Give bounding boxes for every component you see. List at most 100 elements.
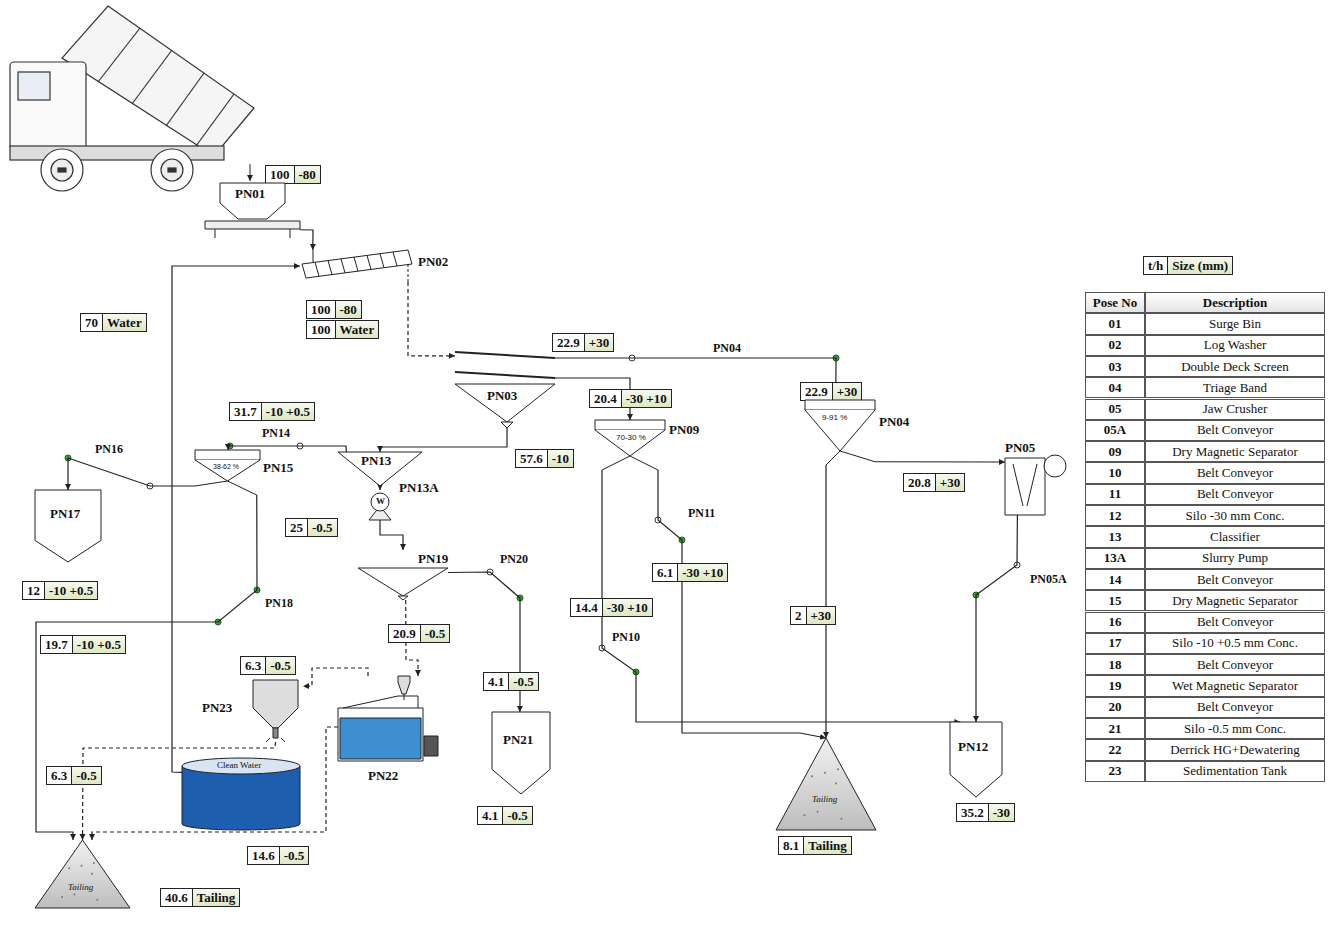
derrick-outline [343, 696, 418, 708]
hopper-outline [215, 229, 290, 238]
washer-outline [313, 250, 314, 262]
flow-rate: 31.7 [230, 403, 261, 420]
funnel-outline [195, 460, 260, 481]
table-cell: Double Deck Screen [1145, 356, 1325, 377]
cone-shape [248, 680, 303, 742]
flow-rate: 14.6 [248, 847, 279, 864]
flow-rate: 20.8 [904, 474, 935, 491]
hopper-unit: PN01 [205, 183, 300, 238]
split-ratio: 38-62 % [213, 462, 239, 471]
derrick-outline [340, 718, 421, 759]
size-range: -10 +0.5 [261, 403, 314, 420]
dump-truck [10, 6, 254, 191]
pile-grain [837, 768, 839, 770]
flow-line [92, 727, 338, 840]
size-range: +30 [806, 607, 835, 624]
equipment-tag: PN05 [1005, 440, 1035, 455]
silo-unit: PN21 [492, 712, 550, 794]
cone-outline [273, 728, 278, 738]
cab-window [18, 72, 50, 100]
flow-rate: 100 [307, 321, 335, 338]
feed-arrow [250, 164, 251, 181]
flow-value-box: 25-0.5 [285, 518, 338, 537]
funnel-outline [228, 481, 257, 495]
flow-rate: t/h [1144, 257, 1167, 274]
pile-grain [73, 893, 75, 895]
washer-outline [393, 252, 397, 266]
table-cell: 09 [1085, 441, 1145, 462]
pile-grain [91, 873, 93, 875]
conveyor-tag: PN18 [265, 596, 293, 610]
crusher-unit: PN05 [1005, 440, 1067, 515]
table-cell: 10 [1085, 462, 1145, 483]
flow-rate: 8.1 [779, 837, 803, 854]
crusher-outline [1005, 458, 1045, 515]
flow-value-box: 35.2-30 [956, 803, 1015, 822]
washer-outline [315, 262, 319, 276]
flow-line [303, 668, 368, 686]
flow-line [448, 572, 520, 712]
flow-value-box: t/hSize (mm) [1143, 256, 1233, 275]
silo-unit: PN17 [35, 490, 101, 562]
size-range: -0.5 [508, 673, 538, 690]
pump-part [371, 493, 389, 511]
silo-shape [492, 712, 550, 794]
derrick-outline [404, 694, 405, 700]
washer-outline [408, 264, 409, 282]
tank-outline [182, 766, 300, 830]
wheel-hub [51, 159, 73, 181]
table-cell: Surge Bin [1145, 313, 1325, 334]
table-cell: 13A [1085, 548, 1145, 569]
flow-line [172, 266, 300, 772]
crusher-part [1044, 455, 1066, 477]
funnel-outline [805, 400, 875, 410]
derrick-shape [338, 676, 438, 761]
funnel-outline [195, 450, 260, 460]
flow-rate: 25 [286, 519, 307, 536]
table-cell: 03 [1085, 356, 1145, 377]
size-range: -10 [547, 450, 573, 467]
flow-line [825, 465, 826, 738]
washer-outline [367, 255, 371, 269]
size-range: Water [102, 314, 146, 331]
tank-unit: Clean Water [182, 758, 300, 830]
table-cell: Belt Conveyor [1145, 462, 1325, 483]
equipment-tag: PN02 [418, 254, 448, 269]
pile-grain [811, 775, 813, 777]
silo-outline [35, 490, 101, 562]
funnel-outline [840, 451, 875, 462]
split-ratio: 9-91 % [822, 413, 847, 422]
size-range: -0.5 [279, 847, 309, 864]
table-cell: 02 [1085, 335, 1145, 356]
pile-grain [93, 862, 95, 864]
size-range: -0.5 [420, 625, 450, 642]
funnel-shape [195, 450, 260, 495]
size-range: +30 [935, 474, 964, 491]
flow-value-box: 4.1-0.5 [483, 672, 539, 691]
flow-value-box: 22.9+30 [800, 382, 862, 401]
pile-grain [61, 896, 63, 898]
pile-grain [824, 772, 826, 774]
hopper-outline [220, 183, 285, 219]
funnel-unit: PN15 [195, 450, 260, 495]
conveyor-tag: PN10 [612, 630, 640, 644]
pile-outline [776, 738, 876, 830]
flow-value-box: 20.9-0.5 [388, 624, 450, 643]
equipment-tag: PN15 [263, 460, 293, 475]
table-cell: Log Washer [1145, 335, 1325, 356]
size-range: -0.5 [71, 767, 101, 784]
table-cell: Belt Conveyor [1145, 697, 1325, 718]
bed-rib [196, 94, 234, 146]
table-cell: 19 [1085, 675, 1145, 696]
size-range: -30 [988, 804, 1014, 821]
bed-rib [98, 28, 140, 82]
cone-outline [253, 680, 298, 728]
table-cell: 16 [1085, 612, 1145, 633]
flow-rate: 35.2 [957, 804, 988, 821]
funnel-unit: PN04 [805, 400, 875, 465]
equipment-tag: Tailing [812, 794, 837, 805]
funnel-outline [195, 481, 228, 486]
table-cell: 04 [1085, 377, 1145, 398]
silo-unit: PN12 [950, 722, 1002, 797]
truck-wheel [151, 149, 193, 191]
